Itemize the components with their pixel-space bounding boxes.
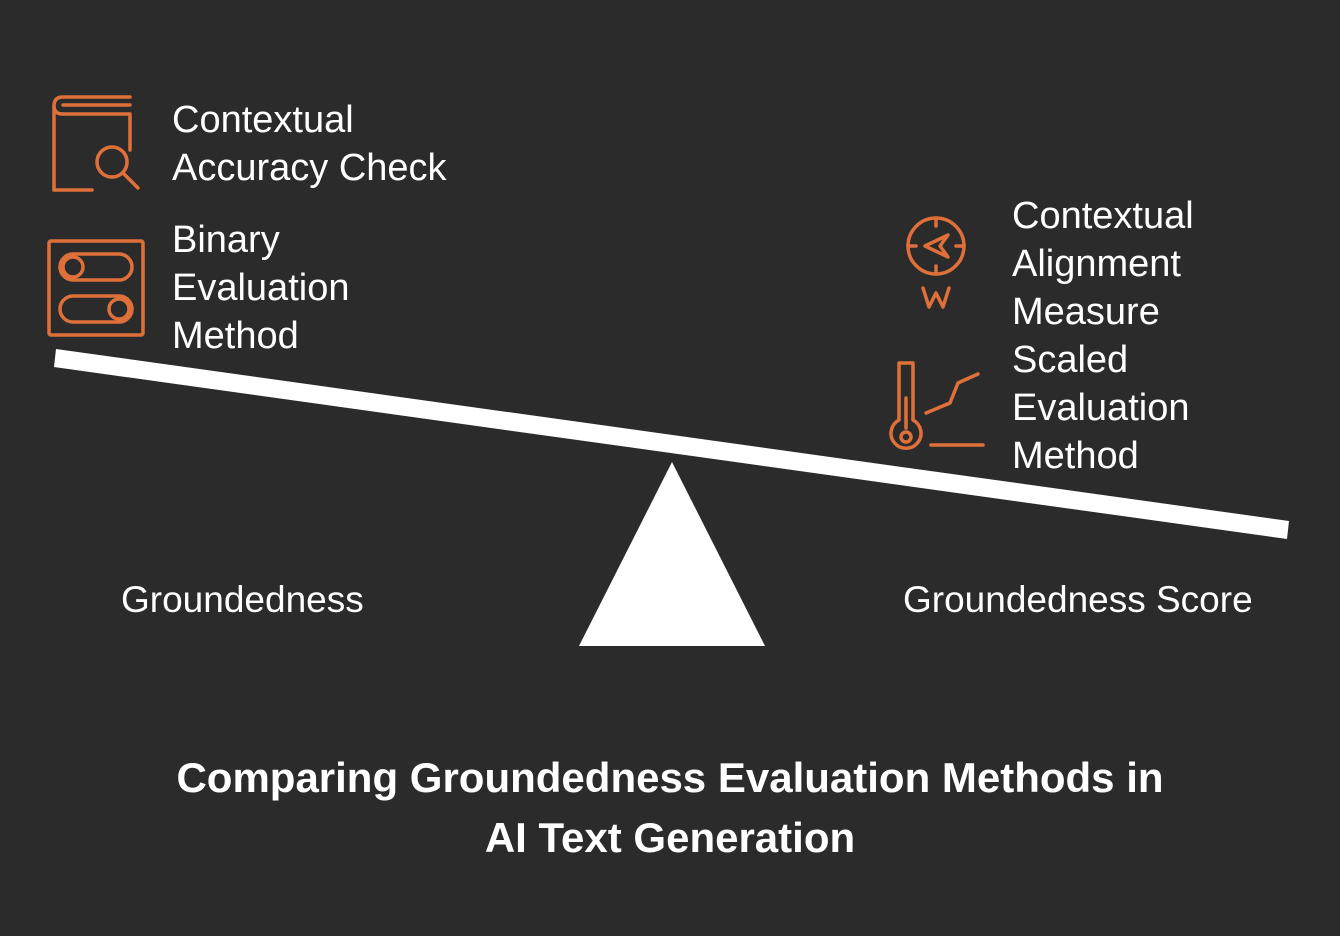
seesaw-fulcrum (579, 462, 765, 646)
diagram-title: Comparing Groundedness Evaluation Method… (176, 754, 1164, 861)
label-contextual-alignment-measure: Contextual Alignment Measure (1012, 195, 1194, 333)
left-side-label: Groundedness (121, 579, 364, 620)
label-contextual-accuracy-check: Contextual Accuracy Check (172, 99, 447, 189)
toggle-switches-icon (47, 239, 145, 337)
label-binary-evaluation-method: Binary Evaluation Method (172, 219, 350, 357)
label-scaled-evaluation-method: Scaled Evaluation Method (1012, 339, 1190, 477)
thermometer-chart-icon (889, 361, 985, 450)
right-side-label: Groundedness Score (903, 579, 1253, 620)
seesaw-beam (54, 349, 1289, 539)
compass-icon (906, 216, 966, 309)
book-search-icon (52, 95, 140, 192)
